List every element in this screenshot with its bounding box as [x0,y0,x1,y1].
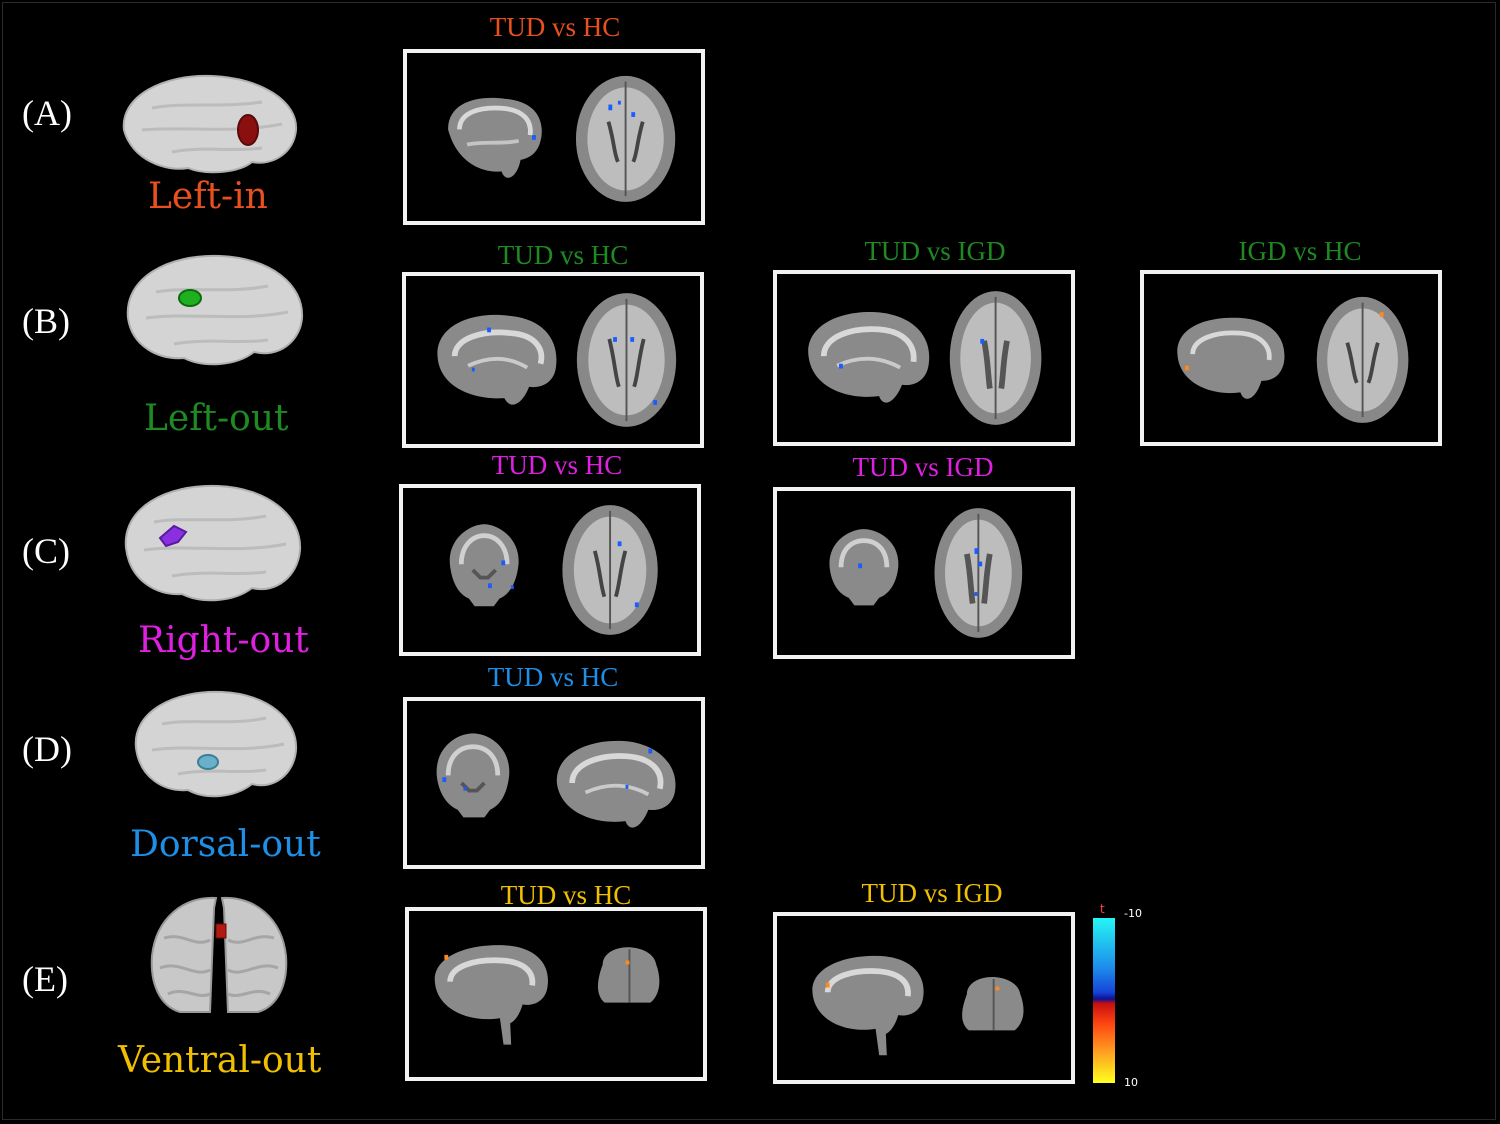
colorbar-label: t [1100,902,1105,916]
row-label-e: (E) [22,959,68,999]
slice-panel-a-1 [403,49,705,225]
row-label-b: (B) [22,301,70,341]
colorbar-min-label: -10 [1124,907,1142,920]
roi-name-right-out: Right-out [138,620,309,661]
brain-3d-left-out [126,254,304,366]
brain-3d-dorsal-out [134,690,298,798]
roi-name-dorsal-out: Dorsal-out [130,824,321,865]
brain-3d-right-out [124,484,302,602]
colorbar-max-label: 10 [1124,1076,1138,1089]
slice-panel-d-1 [403,697,705,869]
slice-panel-e-2 [773,912,1075,1084]
slice-panel-b-2 [773,270,1075,446]
comparison-title-b-3: IGD vs HC [1238,236,1362,266]
colorbar [1093,918,1115,1083]
comparison-title-d-1: TUD vs HC [487,662,619,692]
row-label-c: (C) [22,531,70,571]
slice-panel-b-3 [1140,270,1442,446]
brain-3d-ventral-out [150,896,288,1013]
comparison-title-b-2: TUD vs IGD [864,236,1006,266]
brain-3d-left-in [122,74,298,174]
comparison-title-b-1: TUD vs HC [497,240,629,270]
comparison-title-e-2: TUD vs IGD [861,878,1003,908]
roi-name-ventral-out: Ventral-out [118,1040,322,1081]
slice-panel-e-1 [405,907,707,1081]
slice-panel-c-2 [773,487,1075,659]
comparison-title-e-1: TUD vs HC [500,880,632,910]
roi-name-left-out: Left-out [144,398,289,439]
row-label-d: (D) [22,729,72,769]
comparison-title-a-1: TUD vs HC [489,12,621,42]
slice-panel-c-1 [399,484,701,656]
slice-panel-b-1 [402,272,704,448]
row-label-a: (A) [22,93,72,133]
roi-name-left-in: Left-in [148,176,268,217]
comparison-title-c-1: TUD vs HC [491,450,623,480]
comparison-title-c-2: TUD vs IGD [852,452,994,482]
